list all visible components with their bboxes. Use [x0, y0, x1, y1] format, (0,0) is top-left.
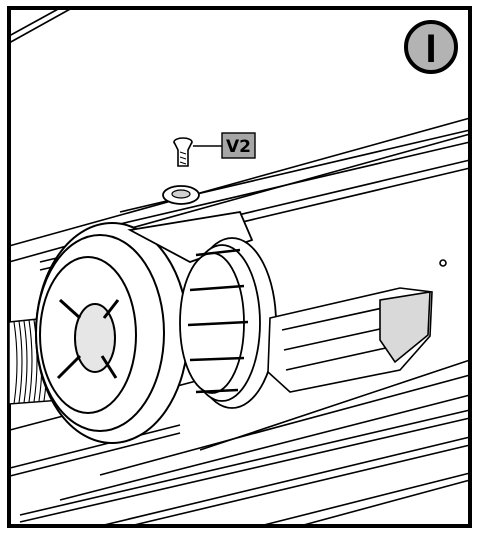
housing-corner — [8, 7, 73, 44]
step-badge-text: I — [425, 27, 436, 71]
pulley-wheel — [35, 222, 189, 444]
motor-housing — [267, 259, 447, 393]
motor-drum — [127, 210, 277, 409]
step-badge: I — [404, 20, 458, 74]
washer — [162, 185, 200, 205]
screw-icon — [173, 137, 193, 167]
part-label: V2 — [221, 132, 256, 159]
part-label-text: V2 — [226, 137, 251, 157]
